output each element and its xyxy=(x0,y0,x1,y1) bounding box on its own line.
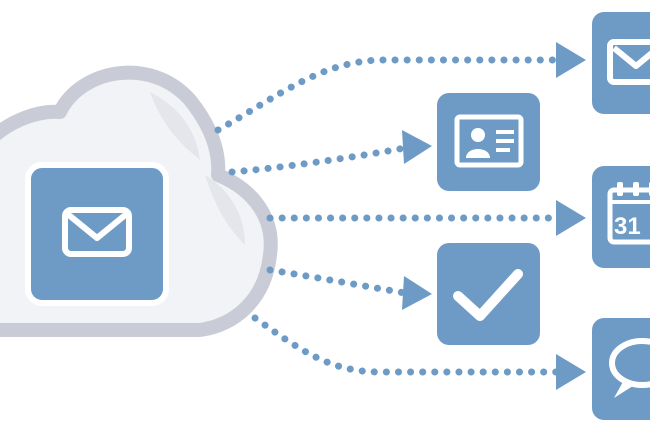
arrowhead-chat xyxy=(556,354,586,390)
arrowhead-task xyxy=(402,276,432,310)
cloud-highlight-2 xyxy=(205,175,245,245)
calendar-day-number: 31 xyxy=(614,213,641,240)
target-chat-tile[interactable] xyxy=(592,318,650,420)
target-contact-tile[interactable] xyxy=(437,93,540,191)
cloud-highlight xyxy=(150,92,200,160)
arrowhead-mail xyxy=(556,42,586,78)
arrowhead-contact xyxy=(402,130,432,164)
checkmark-icon xyxy=(453,269,523,321)
connector-mail xyxy=(214,56,560,134)
connector-task xyxy=(266,266,409,297)
envelope-icon xyxy=(607,39,650,85)
calendar-icon: 31 xyxy=(607,182,650,245)
connector-chat xyxy=(251,314,560,376)
connector-contact xyxy=(228,144,409,176)
target-calendar-tile[interactable]: 31 xyxy=(592,166,650,268)
speech-bubble-icon xyxy=(609,338,650,398)
source-mail-tile[interactable] xyxy=(25,162,169,306)
target-mail-tile[interactable] xyxy=(592,12,650,114)
arrowhead-calendar xyxy=(556,200,586,236)
target-task-tile[interactable] xyxy=(437,243,540,345)
envelope-icon xyxy=(62,207,132,257)
contact-card-icon xyxy=(454,114,524,168)
